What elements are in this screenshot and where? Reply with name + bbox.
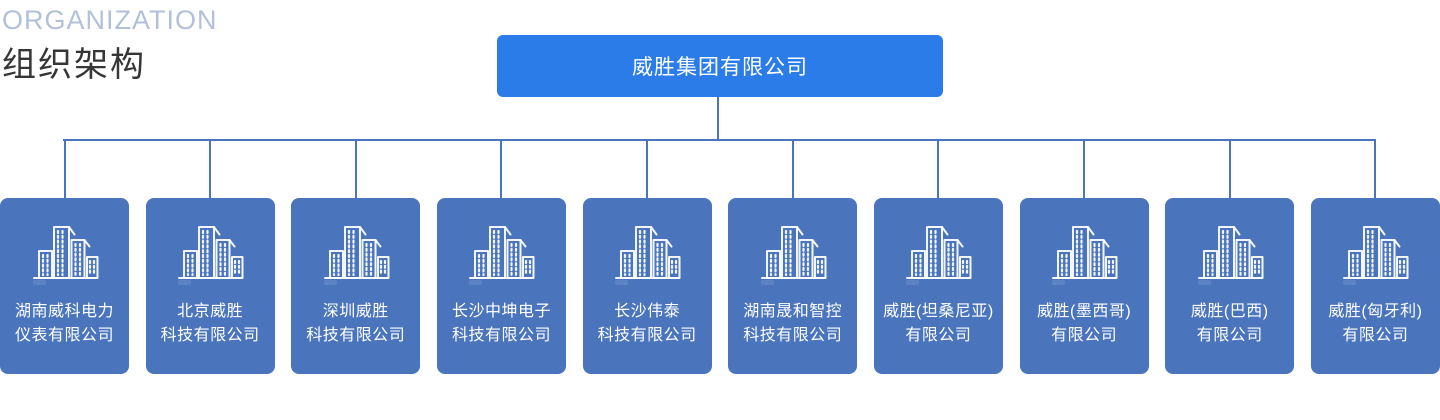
subsidiary-node: 湖南威科电力 仪表有限公司 xyxy=(0,141,129,374)
root-company-node: 威胜集团有限公司 xyxy=(497,35,943,97)
buildings-icon xyxy=(1337,214,1413,290)
subsidiary-name: 北京威胜 科技有限公司 xyxy=(160,303,260,344)
connector-drop-line xyxy=(63,141,66,198)
subsidiary-card: 深圳威胜 科技有限公司 xyxy=(291,198,421,374)
connector-drop-line xyxy=(1083,141,1086,198)
subsidiary-name: 威胜(巴西) 有限公司 xyxy=(1190,303,1269,344)
subsidiary-card: 北京威胜 科技有限公司 xyxy=(145,198,275,374)
subsidiary-name: 深圳威胜 科技有限公司 xyxy=(306,303,406,344)
buildings-icon xyxy=(172,214,248,290)
subsidiary-name: 长沙中坤电子 科技有限公司 xyxy=(451,303,551,344)
buildings-icon xyxy=(900,214,976,290)
subsidiary-node: 北京威胜 科技有限公司 xyxy=(145,141,275,374)
subsidiary-name: 威胜(墨西哥) 有限公司 xyxy=(1037,303,1132,344)
buildings-icon xyxy=(609,214,685,290)
buildings-icon xyxy=(755,214,831,290)
subsidiary-node: 湖南晟和智控 科技有限公司 xyxy=(728,141,858,374)
subsidiary-node: 深圳威胜 科技有限公司 xyxy=(291,141,421,374)
subsidiary-card: 威胜(坦桑尼亚) 有限公司 xyxy=(873,198,1003,374)
subsidiary-name: 威胜(匈牙利) 有限公司 xyxy=(1328,303,1423,344)
subsidiary-name: 威胜(坦桑尼亚) 有限公司 xyxy=(883,303,994,344)
connector-drop-line xyxy=(937,141,940,198)
connector-root-drop xyxy=(717,97,719,139)
subsidiary-card: 长沙伟泰 科技有限公司 xyxy=(582,198,712,374)
connector-drop-line xyxy=(500,141,503,198)
subsidiary-node: 威胜(坦桑尼亚) 有限公司 xyxy=(873,141,1003,374)
connector-drop-line xyxy=(354,141,357,198)
connector-drop-line xyxy=(1228,141,1231,198)
subsidiary-card: 湖南威科电力 仪表有限公司 xyxy=(0,198,129,374)
buildings-icon xyxy=(463,214,539,290)
subsidiary-name: 湖南威科电力 仪表有限公司 xyxy=(14,303,114,344)
subsidiary-card: 威胜(墨西哥) 有限公司 xyxy=(1019,198,1149,374)
subsidiary-card: 威胜(匈牙利) 有限公司 xyxy=(1310,198,1440,374)
buildings-icon xyxy=(1046,214,1122,290)
connector-horizontal-line xyxy=(63,139,1376,141)
subsidiary-name: 湖南晟和智控 科技有限公司 xyxy=(743,303,843,344)
subsidiary-node: 长沙伟泰 科技有限公司 xyxy=(582,141,712,374)
subsidiary-card: 湖南晟和智控 科技有限公司 xyxy=(728,198,858,374)
section-title-zh: 组织架构 xyxy=(2,46,146,84)
subsidiary-node: 威胜(巴西) 有限公司 xyxy=(1165,141,1295,374)
buildings-icon xyxy=(27,214,103,290)
subsidiary-card: 长沙中坤电子 科技有限公司 xyxy=(436,198,566,374)
subsidiary-card: 威胜(巴西) 有限公司 xyxy=(1165,198,1295,374)
connector-drop-line xyxy=(646,141,649,198)
subsidiary-row: 湖南威科电力 仪表有限公司 北京威胜 科技有限公司 深圳威胜 科技有限公司 长沙… xyxy=(0,141,1440,374)
subsidiary-name: 长沙伟泰 科技有限公司 xyxy=(597,303,697,344)
connector-drop-line xyxy=(209,141,212,198)
connector-drop-line xyxy=(1374,141,1377,198)
subsidiary-node: 长沙中坤电子 科技有限公司 xyxy=(436,141,566,374)
connector-drop-line xyxy=(791,141,794,198)
subsidiary-node: 威胜(匈牙利) 有限公司 xyxy=(1310,141,1440,374)
subsidiary-node: 威胜(墨西哥) 有限公司 xyxy=(1019,141,1149,374)
buildings-icon xyxy=(1192,214,1268,290)
root-company-label: 威胜集团有限公司 xyxy=(632,56,808,79)
section-title-en: ORGANIZATION xyxy=(2,5,218,35)
buildings-icon xyxy=(318,214,394,290)
